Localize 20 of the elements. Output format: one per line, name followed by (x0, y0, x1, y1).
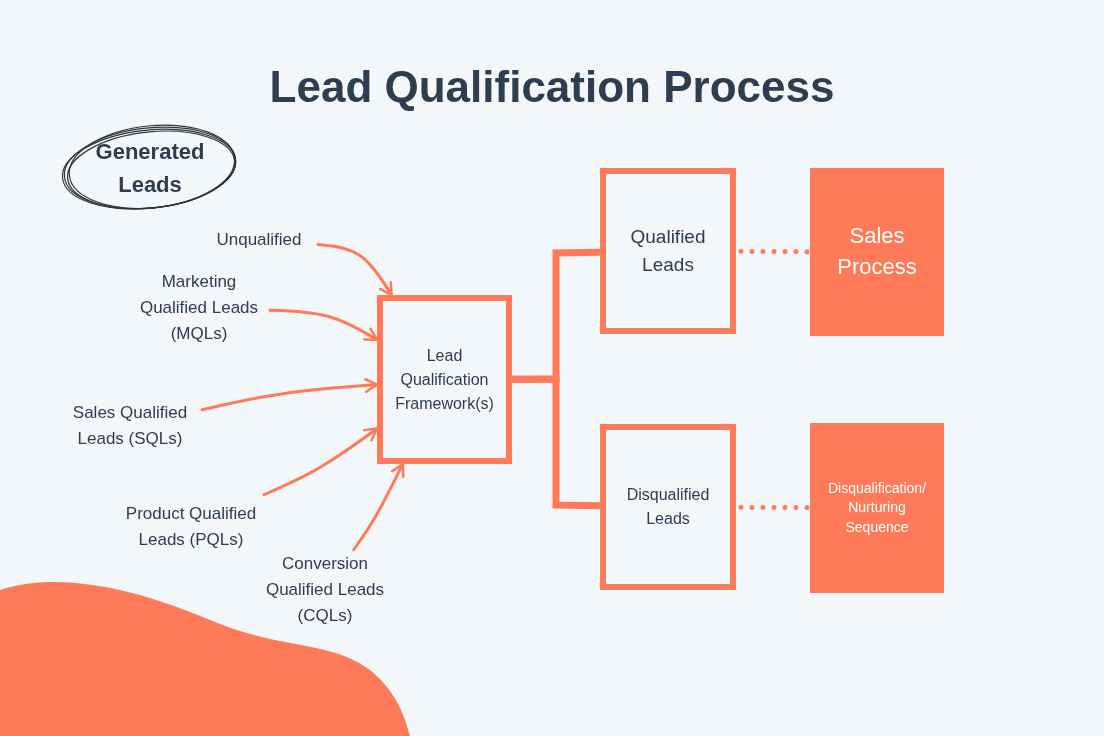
box-label: Disqualification/ Nurturing Sequence (826, 478, 928, 537)
process-box (377, 295, 512, 464)
process-box (600, 424, 736, 590)
box-label: Generated Leads (94, 138, 206, 199)
box-label: Lead Qualification Framework(s) (394, 345, 495, 414)
lead-type-label: Unqualified (200, 226, 318, 254)
box-label: Disqualified Leads (625, 485, 711, 529)
title: Lead Qualification Process (268, 62, 836, 112)
arrow (200, 378, 379, 412)
box-label: Qualified Leads (629, 224, 707, 277)
lead-type-label: Marketing Qualified Leads (MQLs) (128, 268, 270, 348)
arrow (352, 462, 405, 552)
outcome-box (810, 168, 944, 336)
process-box (600, 168, 736, 334)
arrow (268, 308, 379, 342)
arrow (262, 427, 379, 497)
arrow (316, 243, 393, 297)
box-label: Sales Process (836, 222, 918, 281)
outcome-box (810, 423, 944, 593)
lead-type-label: Sales Qualified Leads (SQLs) (58, 386, 202, 466)
